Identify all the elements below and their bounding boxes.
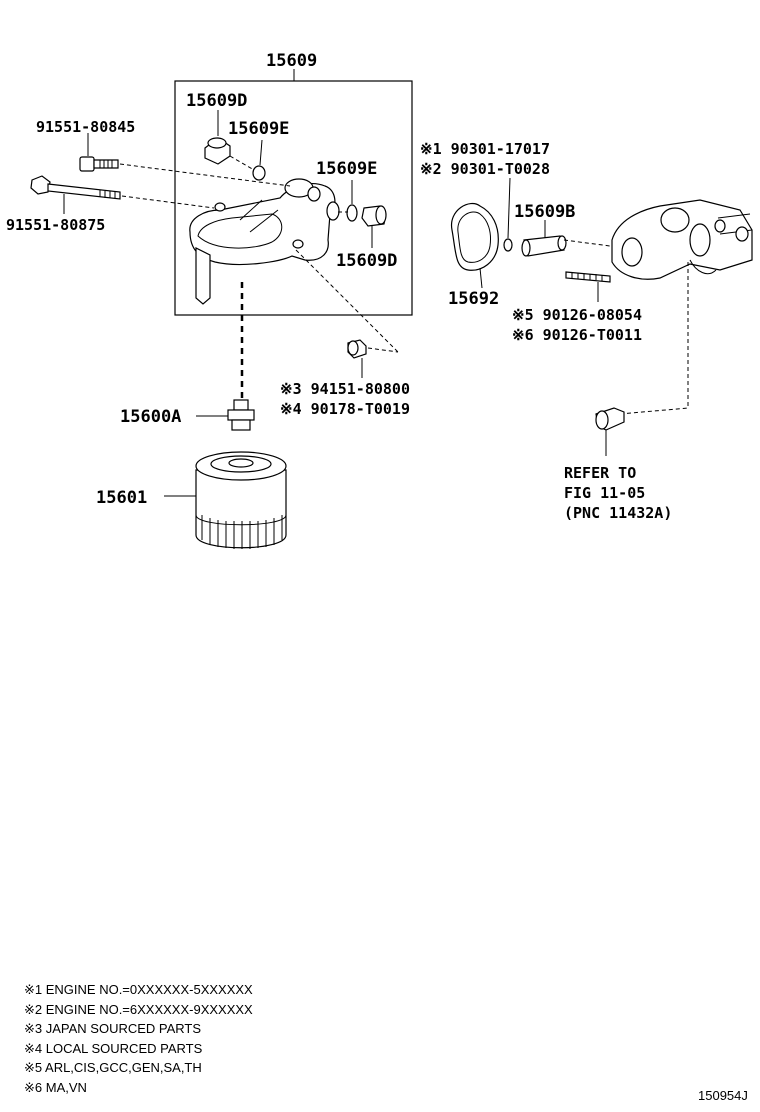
label-refer-2: FIG 11-05 (564, 484, 645, 502)
oring-15609e-right (346, 204, 358, 222)
bolt-91551-80845 (79, 156, 119, 172)
label-refer-3: (PNC 11432A) (564, 504, 672, 522)
label-plug-d-top: 15609D (186, 91, 247, 111)
label-pipe-b: 15609B (514, 202, 575, 222)
label-plug-2: ※4 90178-T0019 (280, 400, 410, 418)
pipe-15609b (521, 235, 567, 257)
oil-filter-15601 (195, 451, 287, 549)
gasket-15692 (451, 202, 499, 271)
label-filter: 15601 (96, 488, 147, 508)
label-bolt-long: 91551-80875 (6, 216, 105, 234)
figure-code: 150954J (698, 1088, 748, 1103)
note-1: ※1 ENGINE NO.=0XXXXXX-5XXXXXX (24, 982, 253, 997)
note-4: ※4 LOCAL SOURCED PARTS (24, 1041, 203, 1056)
bolt-91551-80875 (30, 175, 121, 200)
label-gasket-top-2: ※2 90301-T0028 (420, 160, 550, 178)
label-oring-e-right: 15609E (316, 159, 377, 179)
note-6: ※6 MA,VN (24, 1080, 87, 1095)
oil-filter-bracket (189, 178, 340, 305)
label-plug-1: ※3 94151-80800 (280, 380, 410, 398)
label-bolt-short: 91551-80845 (36, 118, 135, 136)
union-15600a (227, 399, 255, 431)
plug-15609d-top (204, 137, 231, 165)
label-gasket: 15692 (448, 289, 499, 309)
refer-plug (595, 407, 625, 431)
plug-94151-80800 (347, 339, 367, 359)
label-gasket-top-1: ※1 90301-17017 (420, 140, 550, 158)
stud-bolt-90126 (565, 271, 611, 283)
label-union: 15600A (120, 407, 181, 427)
engine-block-fragment (611, 199, 753, 280)
label-oring-e-top: 15609E (228, 119, 289, 139)
label-stud-1: ※5 90126-08054 (512, 306, 642, 324)
oring-15609e-top (252, 165, 266, 181)
gasket-90301 (503, 238, 513, 252)
label-assembly: 15609 (266, 51, 317, 71)
note-2: ※2 ENGINE NO.=6XXXXXX-9XXXXXX (24, 1002, 253, 1017)
label-refer-1: REFER TO (564, 464, 636, 482)
label-plug-d-right: 15609D (336, 251, 397, 271)
plug-15609d-right (361, 205, 387, 227)
note-5: ※5 ARL,CIS,GCC,GEN,SA,TH (24, 1060, 202, 1075)
note-3: ※3 JAPAN SOURCED PARTS (24, 1021, 201, 1036)
label-stud-2: ※6 90126-T0011 (512, 326, 642, 344)
